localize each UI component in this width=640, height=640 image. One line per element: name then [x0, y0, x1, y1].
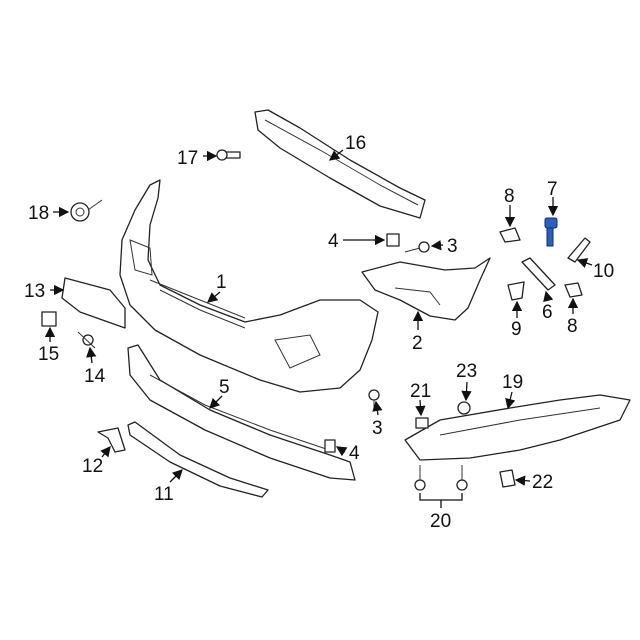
part-12-bracket[interactable]	[97, 427, 126, 453]
callout-18: 18	[28, 203, 49, 224]
callout-1: 1	[216, 272, 227, 293]
part-16-impact-bar[interactable]	[254, 109, 426, 219]
part-21-nut[interactable]	[415, 417, 429, 429]
callout-8-upper: 8	[504, 186, 515, 207]
leader-lines	[44, 149, 593, 508]
callout-20: 20	[430, 511, 451, 532]
part-4-clip-upper[interactable]	[386, 233, 400, 247]
part-22-clip[interactable]	[499, 469, 516, 488]
callout-15: 15	[38, 344, 59, 365]
callout-4-lower: 4	[349, 443, 360, 464]
part-14-bolt[interactable]	[77, 331, 96, 349]
part-20-bolts[interactable]	[414, 465, 468, 491]
callout-14: 14	[84, 366, 106, 387]
callout-6: 6	[542, 302, 553, 323]
part-3-screw-lower[interactable]	[368, 389, 380, 410]
part-5-lower-grille[interactable]	[127, 344, 356, 481]
callout-21: 21	[410, 381, 431, 402]
callout-7: 7	[547, 179, 558, 200]
part-2-side-bracket[interactable]	[361, 257, 491, 321]
callout-11: 11	[154, 484, 174, 505]
part-15-nut[interactable]	[41, 311, 57, 327]
part-9-clip[interactable]	[507, 281, 525, 301]
callout-2: 2	[412, 333, 423, 354]
part-18-grommet[interactable]	[70, 199, 103, 222]
callout-16: 16	[345, 133, 366, 154]
callout-3-upper: 3	[447, 236, 458, 257]
callout-8-lower: 8	[567, 316, 578, 337]
part-17-bolt[interactable]	[216, 149, 241, 161]
part-4-clip-lower[interactable]	[324, 439, 336, 453]
part-8-clip-lower[interactable]	[564, 282, 583, 298]
callout-4-upper: 4	[328, 231, 339, 252]
callout-17: 17	[177, 148, 198, 169]
part-3-screw-upper[interactable]	[404, 241, 430, 253]
part-1-bumper-cover[interactable]	[119, 179, 379, 393]
part-7-screw-highlighted[interactable]	[544, 217, 558, 247]
callout-10: 10	[593, 261, 614, 282]
part-6-guide[interactable]	[521, 257, 556, 291]
callout-3-lower: 3	[372, 418, 383, 439]
part-11-trim-strip[interactable]	[127, 421, 269, 498]
part-13-license-bracket[interactable]	[61, 277, 126, 329]
part-8-clip-upper[interactable]	[499, 227, 521, 243]
callout-9: 9	[511, 319, 522, 340]
callout-13: 13	[24, 281, 45, 302]
callout-5: 5	[219, 377, 230, 398]
callout-12: 12	[82, 456, 103, 477]
part-23-nut[interactable]	[457, 401, 471, 415]
part-10-pin[interactable]	[567, 237, 591, 263]
callout-19: 19	[502, 372, 523, 393]
part-19-splash-shield[interactable]	[404, 394, 631, 461]
callout-23: 23	[456, 361, 477, 382]
callout-22: 22	[532, 472, 553, 493]
callout-labels: 17 16 18 8 7 4 3 1 13 10 6 8 9 2 15 14 5…	[24, 133, 614, 532]
